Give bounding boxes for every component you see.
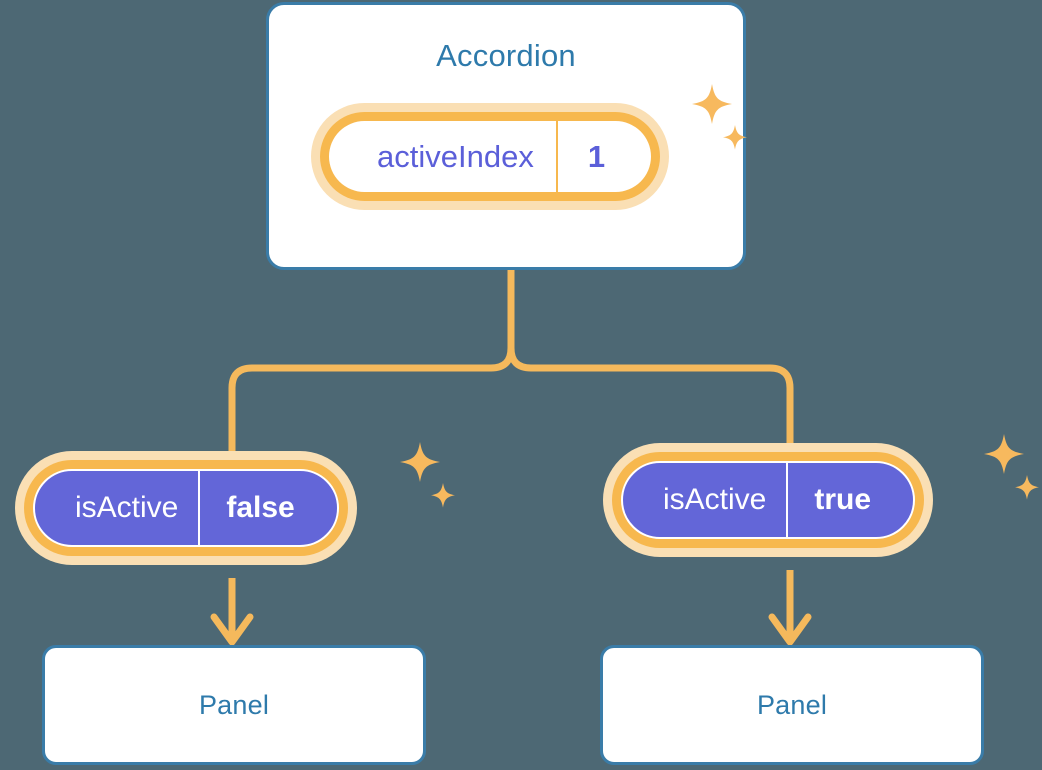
state-pill-is-active-false[interactable]: isActive false	[24, 460, 348, 556]
arrow-head-left	[210, 613, 254, 646]
panel-card-right[interactable]: Panel	[600, 645, 984, 765]
state-pill-value: false	[198, 471, 336, 545]
panel-title: Panel	[198, 689, 270, 720]
state-pill-key: isActive	[75, 491, 179, 524]
state-pill-active-index[interactable]: activeIndex 1	[320, 112, 661, 201]
state-pill-value: 1	[555, 121, 651, 192]
connector-branch-left	[228, 344, 515, 474]
state-pill-key: isActive	[663, 483, 767, 516]
panel-card-left[interactable]: Panel	[42, 645, 426, 765]
page-title: Accordion	[436, 38, 576, 73]
state-pill-value: true	[786, 463, 913, 537]
state-pill-is-active-true[interactable]: isActive true	[612, 452, 925, 548]
connector-branch-right	[507, 344, 794, 466]
panel-title: Panel	[756, 689, 828, 720]
state-pill-key: activeIndex	[377, 139, 534, 174]
arrow-head-right	[768, 613, 812, 646]
